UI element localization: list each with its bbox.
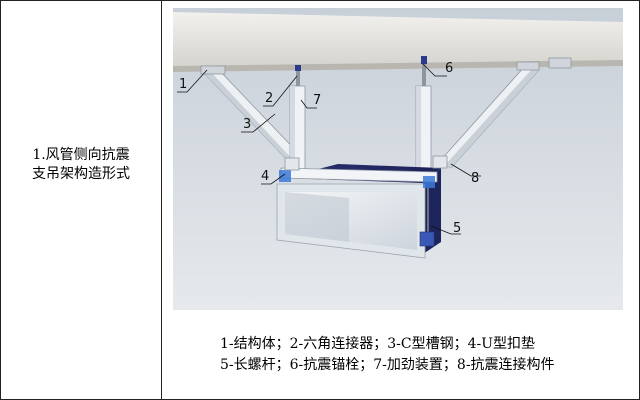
left-cell-title-line2: 支吊架构造形式 [32,166,130,182]
left-hanger-rod [296,68,300,88]
callout-5: 5 [453,221,461,236]
leader-lines [177,63,481,235]
callout-2: 2 [265,91,273,106]
caption-line1: 1-结构体；2-六角连接器；3-C型槽钢；4-U型扣垫 [220,336,536,352]
callout-8: 8 [471,171,479,186]
support-illustration: 1 2 3 4 5 6 7 8 [173,8,623,310]
left-cell-title: 1.风管侧向抗震 支吊架构造形式 [32,146,130,184]
concrete-slab [173,12,623,66]
callout-4: 4 [261,169,269,184]
callout-6: 6 [445,61,453,76]
left-cell-title-line1: 1.风管侧向抗震 [32,147,130,163]
column-divider [161,1,162,399]
long-screw-rod [427,188,429,234]
caption-line2: 5-长螺杆；6-抗震锚栓；7-加劲装置；8-抗震连接构件 [220,357,555,373]
callout-3: 3 [243,117,251,132]
right-hanger-rod [422,60,426,88]
left-u-pad [279,170,291,182]
callout-7: 7 [313,93,321,108]
left-cell: 1.风管侧向抗震 支吊架构造形式 [1,1,161,399]
bottom-connector [419,231,435,247]
figure-caption: 1-结构体；2-六角连接器；3-C型槽钢；4-U型扣垫 5-长螺杆；6-抗震锚栓… [220,334,555,376]
callout-1: 1 [179,77,187,92]
right-u-pad [423,176,435,188]
